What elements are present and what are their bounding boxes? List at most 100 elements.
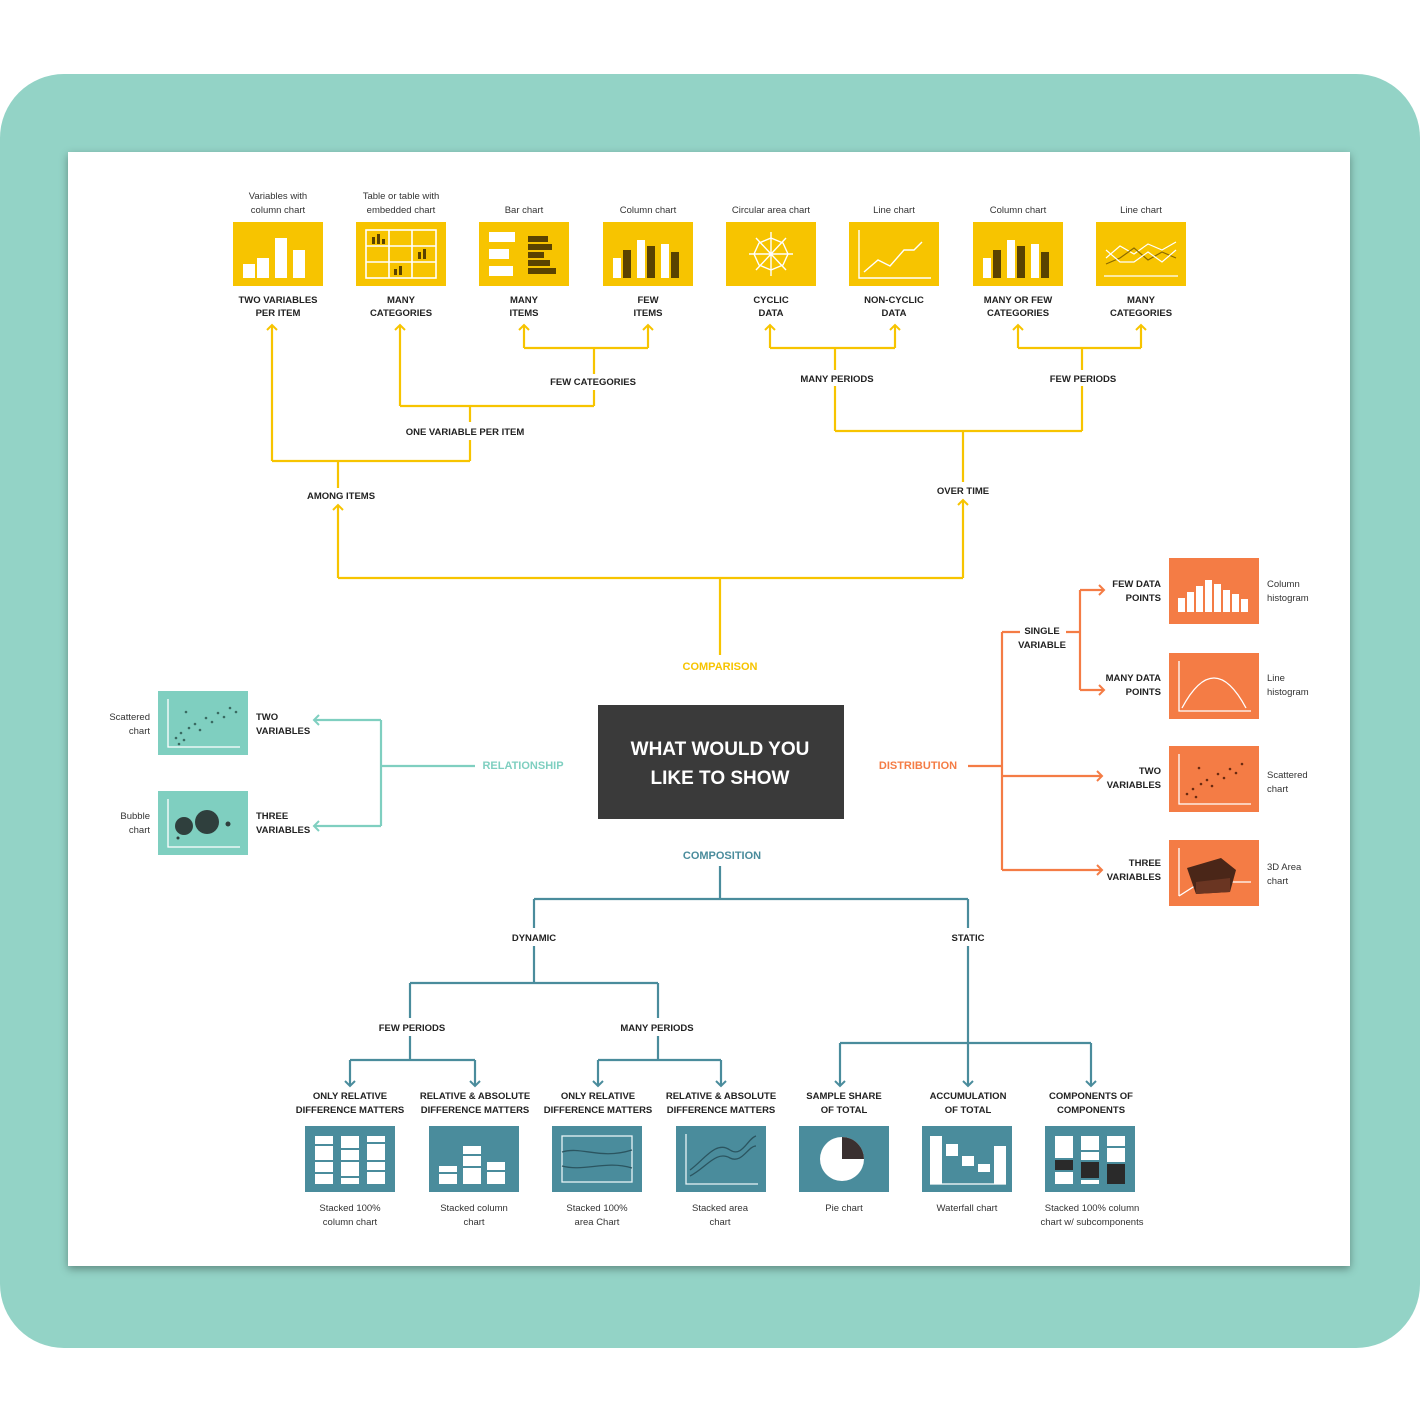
chart-caption: Stacked 100% column: [1045, 1203, 1140, 1214]
chart-label: SAMPLE SHARE: [806, 1091, 881, 1102]
chart-label: COMPONENTS: [1057, 1105, 1125, 1116]
chart-label: CYCLIC: [753, 295, 789, 306]
chart-label: CATEGORIES: [987, 308, 1049, 319]
few-periods-composition-label: FEW PERIODS: [379, 1023, 446, 1034]
stacked-column-icon: [439, 1146, 505, 1184]
chart-label: MANY: [1127, 295, 1156, 306]
many-periods-label: MANY PERIODS: [800, 374, 873, 385]
distribution-chart-1: FEW DATA POINTS Column histogram: [1112, 558, 1309, 624]
chart-label: POINTS: [1126, 593, 1161, 604]
column-chart-icon: [983, 240, 1049, 278]
chart-label: DIFFERENCE MATTERS: [544, 1105, 653, 1116]
line-histogram-icon: [1178, 661, 1251, 712]
chart-caption: chart: [129, 825, 150, 836]
composition-chart-3: ONLY RELATIVE DIFFERENCE MATTERS Stacked…: [544, 1091, 653, 1228]
chart-label: VARIABLES: [256, 825, 310, 836]
comparison-chart-4: Column chart FEW ITEMS: [603, 205, 693, 319]
chart-label: VARIABLES: [1107, 780, 1161, 791]
chart-label: POINTS: [1126, 687, 1161, 698]
chart-label: TWO: [1139, 766, 1161, 777]
stacked-100-area-icon: [561, 1135, 633, 1183]
relationship-label: RELATIONSHIP: [482, 760, 563, 772]
chart-caption: chart: [1267, 876, 1288, 887]
comparison-chart-7: Column chart MANY OR FEW CATEGORIES: [973, 205, 1063, 319]
chart-caption: chart: [1267, 784, 1288, 795]
chart-caption: Bubble: [120, 811, 150, 822]
chart-label: PER ITEM: [256, 308, 301, 319]
bar-chart-icon: [489, 232, 556, 276]
multi-line-icon: [1104, 241, 1178, 277]
scatter-icon: [1178, 754, 1251, 805]
chart-caption: Column chart: [620, 205, 677, 216]
comparison-chart-1: Variables with column chart TWO VARIABLE…: [233, 191, 323, 319]
chart-label: RELATIVE & ABSOLUTE: [666, 1091, 776, 1102]
composition-connectors: [344, 866, 1097, 1088]
chart-caption: Pie chart: [825, 1203, 863, 1214]
chart-caption: 3D Area: [1267, 862, 1302, 873]
chart-caption: Column: [1267, 579, 1300, 590]
chart-label: COMPONENTS OF: [1049, 1091, 1133, 1102]
stacked-subcomponents-icon: [1055, 1136, 1125, 1184]
chart-caption: area Chart: [575, 1217, 620, 1228]
chart-label: VARIABLES: [1107, 872, 1161, 883]
comparison-label: COMPARISON: [683, 661, 758, 673]
distribution-connectors: [968, 584, 1106, 876]
comparison-chart-6: Line chart NON-CYCLIC DATA: [849, 205, 939, 319]
chart-caption: Stacked column: [440, 1203, 508, 1214]
static-label: STATIC: [952, 933, 985, 944]
chart-label: FEW DATA: [1112, 579, 1161, 590]
center-box: [598, 705, 844, 819]
chart-label: MANY: [387, 295, 416, 306]
chart-label: RELATIVE & ABSOLUTE: [420, 1091, 530, 1102]
composition-chart-6: ACCUMULATION OF TOTAL Waterfall chart: [922, 1091, 1012, 1214]
stacked-area-icon: [685, 1134, 758, 1185]
relationship-connectors: [312, 714, 475, 832]
distribution-chart-2: MANY DATA POINTS Line histogram: [1106, 653, 1309, 719]
chart-label: ONLY RELATIVE: [561, 1091, 635, 1102]
chart-label: MANY OR FEW: [984, 295, 1052, 306]
chart-caption: Stacked area: [692, 1203, 749, 1214]
chart-label: TWO VARIABLES: [239, 295, 318, 306]
column-pair-icon: [243, 238, 305, 278]
chart-caption: chart w/ subcomponents: [1041, 1217, 1144, 1228]
chart-label: OF TOTAL: [945, 1105, 992, 1116]
chart-caption: column chart: [251, 205, 306, 216]
among-items-label: AMONG ITEMS: [307, 491, 375, 502]
one-variable-per-item-label: ONE VARIABLE PER ITEM: [406, 427, 525, 438]
few-periods-label: FEW PERIODS: [1050, 374, 1117, 385]
circular-area-icon: [749, 232, 793, 276]
chart-label: DATA: [882, 308, 907, 319]
scatter-icon: [167, 699, 240, 748]
relationship-chart-2: Bubble chart THREE VARIABLES: [120, 791, 310, 855]
chart-label: TWO: [256, 712, 278, 723]
chart-caption: histogram: [1267, 687, 1309, 698]
dynamic-label: DYNAMIC: [512, 933, 556, 944]
chart-label: THREE: [256, 811, 288, 822]
composition-chart-1: ONLY RELATIVE DIFFERENCE MATTERS Stacked…: [296, 1091, 405, 1228]
chart-label: DATA: [759, 308, 784, 319]
over-time-label: OVER TIME: [937, 486, 989, 497]
chart-caption: Column chart: [990, 205, 1047, 216]
chart-label: CATEGORIES: [1110, 308, 1172, 319]
chart-label: DIFFERENCE MATTERS: [296, 1105, 405, 1116]
chart-label: CATEGORIES: [370, 308, 432, 319]
comparison-chart-3: Bar chart MANY ITEMS: [479, 205, 569, 319]
chart-label: DIFFERENCE MATTERS: [667, 1105, 776, 1116]
chart-caption: histogram: [1267, 593, 1309, 604]
table-icon: [365, 229, 437, 279]
comparison-connectors: [266, 323, 1147, 655]
few-categories-label: FEW CATEGORIES: [550, 377, 636, 388]
distribution-chart-3: TWO VARIABLES Scattered chart: [1107, 746, 1308, 812]
single-variable-label-1: SINGLE: [1024, 626, 1059, 637]
chart-caption: chart: [709, 1217, 730, 1228]
pie-chart-icon: [820, 1137, 864, 1181]
waterfall-icon: [930, 1136, 1006, 1185]
chart-caption: Table or table with: [363, 191, 440, 202]
relationship-chart-1: Scattered chart TWO VARIABLES: [109, 691, 310, 755]
chart-caption: Variables with: [249, 191, 307, 202]
chart-caption: Line chart: [873, 205, 915, 216]
comparison-chart-5: Circular area chart CYCLIC DATA: [726, 205, 816, 319]
stacked-100-column-icon: [315, 1136, 385, 1184]
area-3d-icon: [1178, 848, 1251, 897]
